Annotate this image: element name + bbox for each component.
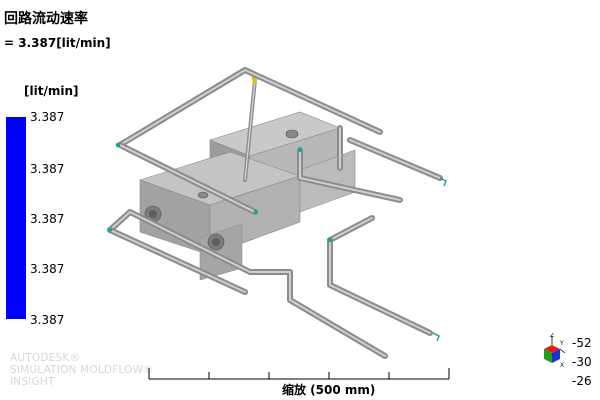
- brand-line-1: AUTODESK®: [10, 352, 81, 364]
- cooling-circuit-lower[interactable]: [107, 209, 433, 359]
- result-value: = 3.387[lit/min]: [4, 36, 111, 50]
- legend-tick: 3.387: [30, 110, 65, 124]
- scale-bar: [148, 368, 450, 380]
- legend-tick: 3.387: [30, 162, 65, 176]
- cooling-circuit-upper[interactable]: [117, 67, 443, 215]
- axis-label-z: Z: [550, 333, 554, 339]
- view-angle-value: -26: [572, 374, 592, 388]
- brand-line-2: SIMULATION MOLDFLOW®: [10, 364, 154, 376]
- view-angle-value: -52: [572, 336, 592, 350]
- axis-label-y: Y: [559, 340, 564, 347]
- branding: AUTODESK® SIMULATION MOLDFLOW® INSIGHT: [10, 352, 154, 388]
- scale-label: 缩放 (500 mm): [282, 383, 376, 397]
- orientation-triad-icon[interactable]: Z Y X: [536, 333, 566, 369]
- legend-tick: 3.387: [30, 212, 65, 226]
- view-angle-value: -30: [572, 355, 592, 369]
- axis-label-x: X: [560, 362, 564, 369]
- legend-color-bar: [6, 117, 26, 319]
- legend-unit: [lit/min]: [24, 84, 79, 98]
- coolant-inlet-icon: [107, 142, 447, 342]
- brand-line-3: INSIGHT: [10, 376, 55, 388]
- result-title: 回路流动速率: [4, 11, 88, 27]
- legend-tick: 3.387: [30, 313, 65, 327]
- legend-tick: 3.387: [30, 262, 65, 276]
